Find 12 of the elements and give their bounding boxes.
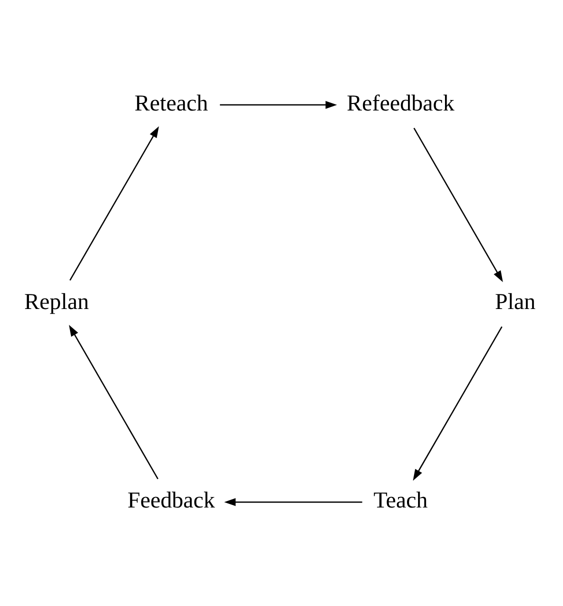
node-text: Plan — [494, 288, 536, 314]
arrow — [69, 126, 159, 280]
node-text: Refeedback — [346, 90, 454, 115]
arrow — [413, 127, 503, 282]
arrow — [412, 326, 502, 480]
arrow — [220, 100, 337, 108]
arrow — [224, 498, 362, 506]
node-text: Reteach — [134, 90, 208, 115]
node-text: Replan — [24, 288, 89, 314]
arrow — [68, 324, 158, 479]
node-text: Teach — [374, 487, 428, 512]
node-text: Feedback — [128, 487, 215, 512]
